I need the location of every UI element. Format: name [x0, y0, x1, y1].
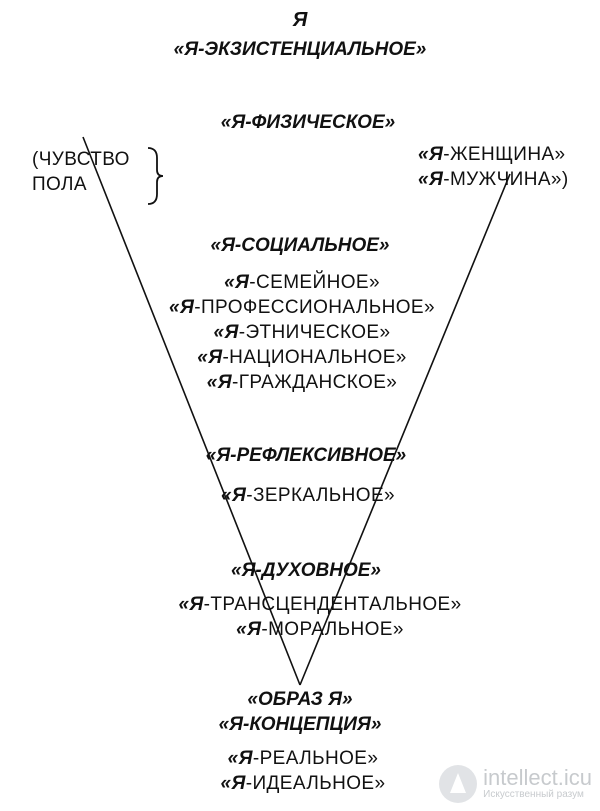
physical-self-label: «Я-ФИЗИЧЕСКОЕ» [220, 112, 396, 133]
curly-brace-icon [147, 147, 164, 205]
site-watermark: intellect.icu Искусственный разум [439, 765, 592, 803]
moral-self-line: «Я-МОРАЛЬНОЕ» [236, 619, 404, 640]
site-logo-icon [439, 765, 478, 803]
national-self-line: «Я-НАЦИОНАЛЬНОЕ» [197, 347, 407, 368]
ideal-self-line: «Я-ИДЕАЛЬНОЕ» [220, 773, 386, 794]
watermark-site-name: intellect.icu [483, 765, 592, 790]
mirror-self-line: «Я-ЗЕРКАЛЬНОЕ» [220, 485, 396, 506]
top-ya-label: Я [292, 9, 308, 31]
gender-self-label: «Я-ЖЕНЩИНА» «Я-МУЖЧИНА») [418, 142, 569, 192]
sex-feeling-line-1: (ЧУВСТВО [32, 149, 130, 170]
sex-feeling-line-2: ПОЛА [32, 174, 87, 195]
ethnic-self-line: «Я-ЭТНИЧЕСКОЕ» [213, 322, 391, 343]
watermark-tagline: Искусственный разум [483, 789, 584, 800]
social-self-list: «Я-СЕМЕЙНОЕ» «Я-ПРОФЕССИОНАЛЬНОЕ» «Я-ЭТН… [169, 270, 435, 395]
spiritual-self-list: «Я-ТРАНСЦЕНДЕНТАЛЬНОЕ» «Я-МОРАЛЬНОЕ» [178, 592, 461, 642]
right-line [299, 173, 511, 686]
existential-self-label: «Я-ЭКЗИСТЕНЦИАЛЬНОЕ» [173, 39, 427, 60]
woman-self-line: «Я-ЖЕНЩИНА» [418, 144, 566, 165]
professional-self-line: «Я-ПРОФЕССИОНАЛЬНОЕ» [169, 297, 435, 318]
self-concept-label: «Я-КОНЦЕПЦИЯ» [218, 714, 382, 735]
civic-self-line: «Я-ГРАЖДАНСКОЕ» [206, 372, 398, 393]
self-image-label: «ОБРАЗ Я» [247, 689, 353, 710]
real-self-line: «Я-РЕАЛЬНОЕ» [227, 748, 379, 769]
spiritual-self-label: «Я-ДУХОВНОЕ» [231, 560, 381, 581]
sex-feeling-label: (ЧУВСТВО ПОЛА [32, 147, 130, 197]
left-line [82, 136, 301, 686]
reflexive-self-label: «Я-РЕФЛЕКСИВНОЕ» [205, 445, 407, 466]
man-self-line: «Я-МУЖЧИНА») [418, 169, 569, 190]
reflexive-self-list: «Я-ЗЕРКАЛЬНОЕ» [221, 483, 395, 508]
social-self-label: «Я-СОЦИАЛЬНОЕ» [210, 235, 390, 256]
bottom-self-list: «Я-РЕАЛЬНОЕ» «Я-ИДЕАЛЬНОЕ» [221, 746, 386, 796]
transcendental-self-line: «Я-ТРАНСЦЕНДЕНТАЛЬНОЕ» [178, 594, 462, 615]
family-self-line: «Я-СЕМЕЙНОЕ» [224, 272, 380, 293]
